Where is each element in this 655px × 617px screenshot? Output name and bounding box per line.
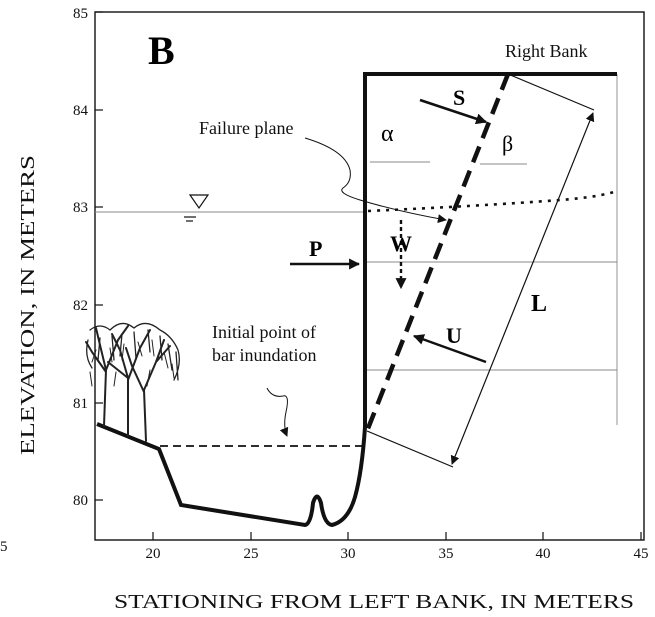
x-axis-ticks [152, 532, 642, 540]
y-tick-label: 82 [73, 298, 88, 314]
initial-point-label-line1: Initial point of [212, 322, 316, 342]
initial-point-label-line2: bar inundation [212, 345, 316, 365]
tree-icon [85, 322, 180, 442]
y-axis-title: ELEVATION, IN METERS [17, 155, 39, 455]
force-label-s: S [453, 85, 465, 110]
x-tick-label: 35 [439, 546, 454, 562]
length-label-l: L [531, 291, 547, 317]
panel-letter: B [148, 28, 175, 73]
corner-tick-label: 5 [0, 539, 8, 555]
x-tick-label: 30 [341, 546, 356, 562]
alpha-symbol: α [381, 121, 394, 147]
right-bank-label: Right Bank [505, 41, 588, 61]
x-tick-label: 20 [146, 546, 161, 562]
failure-plane-label: Failure plane [199, 118, 293, 138]
y-tick-label: 85 [73, 6, 88, 22]
x-axis-title: STATIONING FROM LEFT BANK, IN METERS [114, 591, 634, 613]
plot-frame [94, 11, 645, 541]
ground-surface-profile [96, 72, 617, 528]
failure-plane-leader [304, 137, 447, 224]
beta-symbol: β [502, 131, 513, 156]
water-table-line [367, 189, 618, 213]
inverted-triangle-icon [184, 194, 210, 222]
x-tick-label: 40 [536, 546, 551, 562]
inundation-leader [266, 387, 289, 437]
length-dimension [366, 73, 595, 468]
force-label-p: P [309, 236, 322, 261]
force-label-w: W [390, 231, 412, 256]
y-axis-ticks [95, 11, 103, 501]
x-tick-label: 25 [244, 546, 259, 562]
y-tick-label: 81 [73, 396, 88, 412]
force-label-u: U [446, 323, 462, 348]
y-tick-label: 84 [73, 103, 89, 119]
y-tick-label: 80 [73, 493, 88, 509]
y-tick-label: 83 [73, 200, 88, 216]
x-tick-label: 45 [634, 546, 649, 562]
